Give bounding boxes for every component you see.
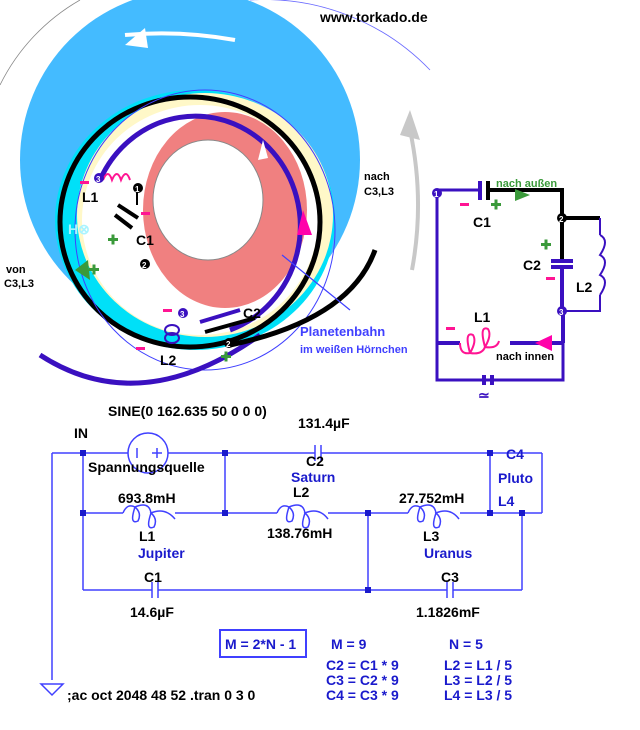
in-label: IN (74, 425, 88, 441)
formula-text: M = 2*N - 1 (225, 636, 296, 652)
c2-label: C2 (306, 453, 324, 469)
orbit-illustration: 3 1 2 3 2 L1 C1 C2 L2 H⊗ von C3,L3 nach … (0, 0, 431, 386)
black-loop (57, 94, 323, 350)
c1-label: C1 (144, 569, 162, 585)
arrow-left-icon (125, 28, 148, 48)
from-label: von (6, 264, 26, 276)
green-arrow-right-icon (515, 189, 530, 201)
l2-coil-icon (164, 324, 180, 336)
l-rule: L2 = L1 / 5 (444, 657, 512, 673)
c2-value: 131.4µF (298, 415, 350, 431)
l3-coil-icon (407, 504, 460, 529)
planet-orbit-line (74, 89, 336, 371)
small-l1-label: L1 (474, 309, 491, 325)
gray-arc-arrow (408, 129, 420, 271)
voltage-source-icon (127, 432, 169, 474)
small-node-3: 3 (559, 308, 564, 317)
junction-dots (80, 450, 525, 593)
source-name: Spannungsquelle (88, 459, 205, 475)
l-rule: L4 = L3 / 5 (444, 687, 512, 703)
small-node-2: 2 (559, 215, 564, 224)
site-url: www.torkado.de (319, 9, 428, 25)
l2-label: L2 (293, 484, 310, 500)
c-rule: C4 = C3 * 9 (326, 687, 399, 703)
c3-label: C3 (441, 569, 459, 585)
purple-lower-arc (38, 332, 262, 386)
orbit-c1-label: C1 (136, 232, 154, 248)
c4-label: C4 (506, 446, 524, 462)
inner-white-disc (152, 139, 264, 261)
black-lower-arc (229, 249, 378, 348)
spice-directive: ;ac oct 2048 48 52 .tran 0 3 0 (67, 687, 256, 703)
outer-orbit-line-left (0, 0, 81, 86)
small-c2-label: C2 (523, 257, 541, 273)
l2-coil-icon (276, 504, 329, 529)
orbit-l2-label: L2 (160, 352, 177, 368)
node-3b-label: 3 (180, 310, 185, 319)
outward-label: nach außen (496, 178, 557, 190)
n-value: N = 5 (449, 636, 483, 652)
formula-box (219, 629, 307, 658)
pluto-label: Pluto (498, 470, 533, 486)
minus-signs (80, 181, 172, 350)
planet-orbit-note: Planetenbahn (300, 324, 385, 339)
jupiter-label: Jupiter (138, 545, 185, 561)
node-2-label: 2 (142, 261, 147, 270)
saturn-label: Saturn (291, 469, 335, 485)
l1-label: L1 (139, 528, 156, 544)
purple-loop (97, 113, 303, 333)
c2-plate (199, 308, 241, 324)
magenta-arrow-icon (297, 210, 312, 235)
gray-arrowhead-icon (400, 110, 420, 140)
l1-coil-icon (122, 504, 176, 529)
c-rule: C3 = C2 * 9 (326, 672, 399, 688)
l1-coil-icon (102, 173, 131, 183)
arrow-up-icon (258, 140, 268, 160)
c1-plate (116, 203, 140, 220)
magenta-arrow-left-icon (535, 335, 552, 351)
white-horn-note: im weißen Hörnchen (300, 344, 408, 356)
c-rule: C2 = C1 * 9 (326, 657, 399, 673)
node-2b-label: 2 (226, 340, 231, 349)
green-arrow-icon (75, 260, 90, 280)
to-c3-l3-label: C3,L3 (364, 186, 394, 198)
l2-value: 138.76mH (267, 525, 332, 541)
l3-label: L3 (423, 528, 440, 544)
l1-value: 693.8mH (118, 490, 176, 506)
to-label: nach (364, 171, 390, 183)
from-c3-l3-label: C3,L3 (4, 278, 34, 290)
orbit-c2-label: C2 (243, 305, 261, 321)
inward-label: nach innen (496, 351, 554, 363)
l3-value: 27.752mH (399, 490, 464, 506)
orbit-l1-label: L1 (82, 189, 99, 205)
source-spec: SINE(0 162.635 50 0 0 0) (108, 403, 267, 419)
uranus-label: Uranus (424, 545, 472, 561)
l4-label: L4 (498, 493, 515, 509)
l1-small-coil-icon (459, 327, 500, 355)
m-value: M = 9 (331, 636, 367, 652)
small-l2-label: L2 (576, 279, 593, 295)
ground-icon (39, 683, 65, 697)
small-c1-label: C1 (473, 214, 491, 230)
c3-value: 1.1826mF (416, 604, 480, 620)
l2-small-coil-icon (598, 234, 606, 296)
c1-value: 14.6µF (130, 604, 174, 620)
field-into-page-icon: H⊗ (68, 221, 90, 237)
orbit-direction-arrow (124, 31, 236, 42)
node-3-label: 3 (96, 175, 101, 184)
outer-orbit-line (250, 0, 431, 71)
ac-symbol-icon: ≃ (478, 387, 490, 403)
plus-signs (89, 234, 231, 362)
schematic-wires (39, 432, 543, 697)
l-rule: L3 = L2 / 5 (444, 672, 512, 688)
node-1-label: 1 (135, 185, 140, 194)
small-node-1: 1 (434, 190, 439, 199)
pointer-line (281, 254, 351, 311)
